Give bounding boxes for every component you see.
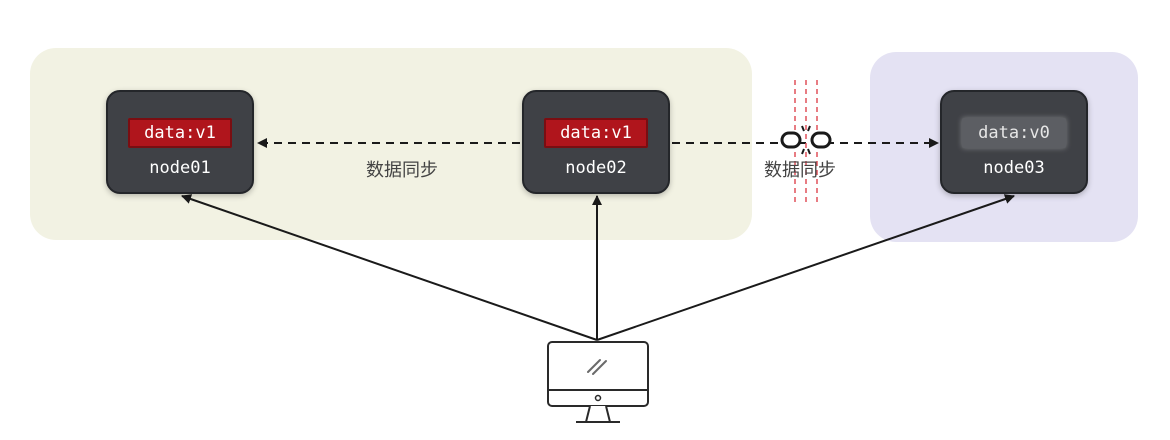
client-arrow-node01	[181, 194, 598, 341]
client-arrow-node03	[596, 194, 1015, 341]
broken-link-icon	[780, 125, 832, 155]
node-card-node02: data:v1 node02	[522, 90, 670, 194]
network-partition-lines	[794, 80, 818, 204]
node-data-value: data:v1	[544, 118, 648, 148]
node-name: node01	[149, 158, 211, 178]
node-data-value: data:v0	[962, 118, 1066, 148]
desktop-computer-icon	[547, 341, 649, 423]
sync-label: 数据同步	[366, 160, 438, 181]
node-card-node03: data:v0 node03	[940, 90, 1088, 194]
node-data-value: data:v1	[128, 118, 232, 148]
node-name: node02	[565, 158, 627, 178]
sync-label-broken: 数据同步	[764, 160, 836, 181]
node-name: node03	[983, 158, 1045, 178]
node-card-node01: data:v1 node01	[106, 90, 254, 194]
